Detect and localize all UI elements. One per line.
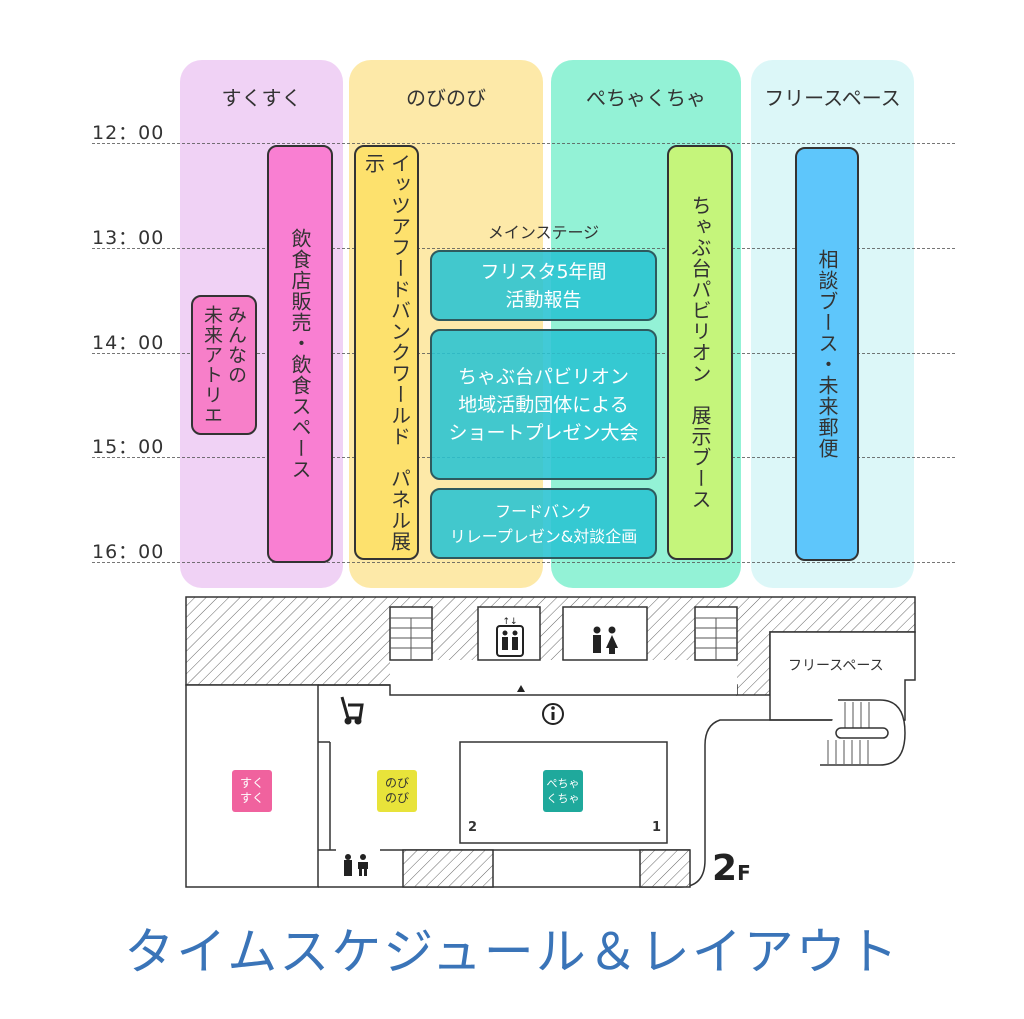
- floor-number: 2: [712, 848, 738, 889]
- session-line: フードバンク: [495, 501, 592, 521]
- event-pavilion-booth: ちゃぶ台パビリオン 展示ブース: [667, 145, 733, 560]
- page-title: タイムスケジュール＆レイアウト: [124, 923, 900, 981]
- elevator-icon: ↑↓: [496, 617, 524, 657]
- stage-session: フードバンク リレープレゼン&対談企画: [430, 488, 657, 559]
- event-label-line: みんなの: [225, 305, 247, 385]
- free-space-map-label: フリースペース: [788, 658, 884, 674]
- event-label: 飲食店販売・飲食スペース: [288, 228, 312, 480]
- badge-line: ぺちゃ: [546, 777, 580, 790]
- event-label: 相談ブース・未来郵便: [815, 249, 839, 459]
- session-line: 地域活動団体による: [458, 393, 629, 416]
- badge-line: すく: [239, 791, 264, 805]
- time-label: 12：00: [92, 122, 165, 144]
- session-line: フリスタ5年間: [480, 260, 607, 283]
- area-badge-nobinobi: のびのび: [377, 770, 417, 812]
- time-gridline: [92, 143, 955, 144]
- info-icon: [542, 703, 564, 725]
- time-label: 13：00: [92, 227, 165, 249]
- floor-label: 2F: [712, 848, 751, 889]
- event-food-space: 飲食店販売・飲食スペース: [267, 145, 333, 563]
- floor-walls: [185, 596, 916, 888]
- entrance-arrow-icon: [517, 685, 525, 692]
- time-label: 15：00: [92, 436, 165, 458]
- column-title: のびのび: [406, 86, 486, 110]
- session-line: 活動報告: [505, 288, 582, 311]
- baby-changing-icon: [344, 854, 368, 876]
- stage-mark: 2: [468, 820, 478, 835]
- time-gridline: [92, 562, 955, 563]
- restroom-icon: [593, 626, 618, 654]
- event-label-line: 展示ブース: [688, 405, 712, 510]
- session-line: ショートプレゼン大会: [448, 421, 639, 444]
- event-label-line: ちゃぶ台パビリオン: [688, 195, 712, 384]
- main-stage-label: メインステージ: [487, 223, 600, 242]
- stage-session: フリスタ5年間 活動報告: [430, 250, 657, 321]
- stroller-icon: [340, 696, 364, 725]
- time-label: 16：00: [92, 541, 165, 563]
- column-title: ぺちゃくちゃ: [586, 86, 706, 110]
- badge-line: のび: [384, 776, 409, 790]
- floor-suffix: F: [737, 861, 751, 885]
- badge-line: すく: [239, 776, 264, 790]
- session-line: ちゃぶ台パビリオン: [457, 365, 629, 388]
- svg-text:↑↓: ↑↓: [502, 617, 517, 627]
- column-title: フリースペース: [764, 86, 901, 110]
- session-line: リレープレゼン&対談企画: [449, 526, 638, 546]
- area-badge-pechakucha: ぺちゃくちゃ: [543, 770, 583, 812]
- event-label-line: 未来アトリエ: [201, 305, 223, 425]
- area-badge-sukusuku: すくすく: [232, 770, 272, 812]
- event-foodbank-world: イッツアフードバンクワールド パネル展示: [354, 145, 419, 560]
- badge-line: のび: [384, 791, 409, 805]
- badge-line: くちゃ: [546, 792, 580, 805]
- column-title: すくすく: [221, 86, 302, 110]
- event-consult-booth: 相談ブース・未来郵便: [795, 147, 859, 561]
- event-label-line: パネル展示: [361, 153, 412, 552]
- stage-mark: 1: [652, 820, 662, 835]
- stage-session: ちゃぶ台パビリオン 地域活動団体による ショートプレゼン大会: [430, 329, 657, 480]
- event-mirai-atelier: みんなの未来アトリエ: [191, 295, 257, 435]
- time-label: 14：00: [92, 332, 165, 354]
- event-label-line: イッツアフードバンクワールド: [387, 153, 412, 447]
- time-gridline: [92, 248, 955, 249]
